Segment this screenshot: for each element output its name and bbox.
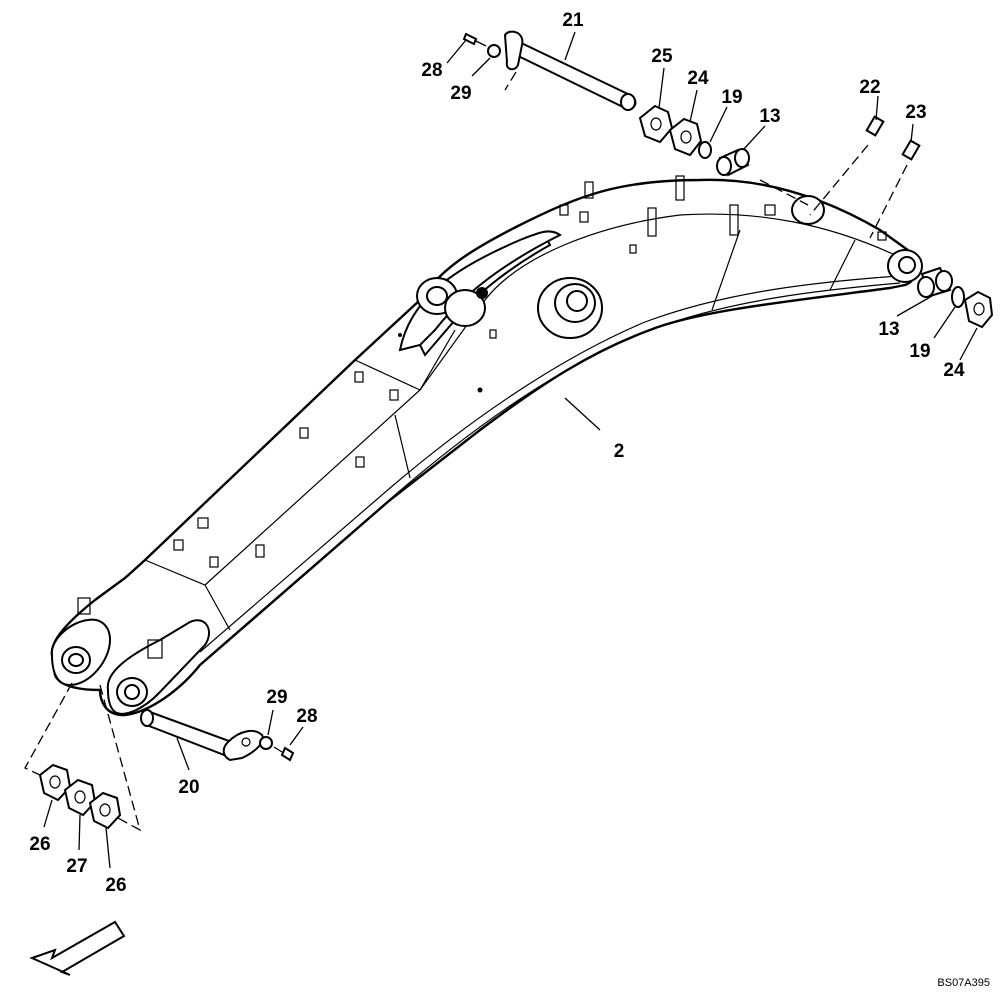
callout-13-top: 13	[759, 106, 780, 127]
boom-clips	[77, 175, 887, 659]
bolt-28-bottom	[273, 746, 295, 762]
grease-fitting-23	[901, 139, 921, 161]
callout-29-bottom: 29	[266, 687, 287, 708]
front-direction-arrow-icon	[29, 920, 126, 976]
shim-25-top	[638, 104, 674, 144]
callout-19-right: 19	[909, 341, 930, 362]
washer-29-top	[487, 44, 501, 58]
seal-19-right	[951, 286, 965, 308]
callout-24-top: 24	[687, 68, 709, 89]
boom-pin-20	[140, 709, 264, 762]
callout-2: 2	[614, 441, 625, 462]
callout-25: 25	[651, 46, 673, 67]
shim-26-right	[88, 791, 122, 830]
callout-26-left: 26	[29, 834, 50, 855]
callout-23: 23	[905, 102, 926, 123]
drawing-reference-code: BS07A395	[937, 977, 990, 989]
boom-pin-21	[503, 30, 637, 111]
callout-19-top: 19	[721, 87, 742, 108]
bushing-13-top	[716, 148, 750, 177]
callout-21: 21	[562, 10, 584, 31]
callout-28-bottom: 28	[296, 706, 317, 727]
callout-22: 22	[859, 77, 880, 98]
assembly-lines	[24, 71, 908, 832]
callout-29-top: 29	[450, 83, 471, 104]
callout-labels: 21 28 29 25 24 19 13 22 23 13 19 24 2 29…	[29, 10, 965, 896]
callout-26-right: 26	[105, 875, 126, 896]
seal-19-top	[698, 141, 712, 159]
boom-body	[50, 175, 923, 717]
leader-lines	[43, 31, 978, 869]
bushing-13-right	[917, 266, 953, 298]
callout-20: 20	[178, 777, 199, 798]
shim-24-right	[963, 290, 994, 329]
callout-13-right: 13	[878, 319, 899, 340]
washer-29-bottom	[259, 736, 273, 750]
callout-24-right: 24	[943, 360, 965, 381]
bolt-28-top	[462, 32, 487, 47]
callout-27: 27	[66, 856, 87, 877]
shim-24-top	[668, 117, 703, 157]
callout-28-top: 28	[421, 60, 442, 81]
grease-fitting-22	[865, 115, 885, 137]
